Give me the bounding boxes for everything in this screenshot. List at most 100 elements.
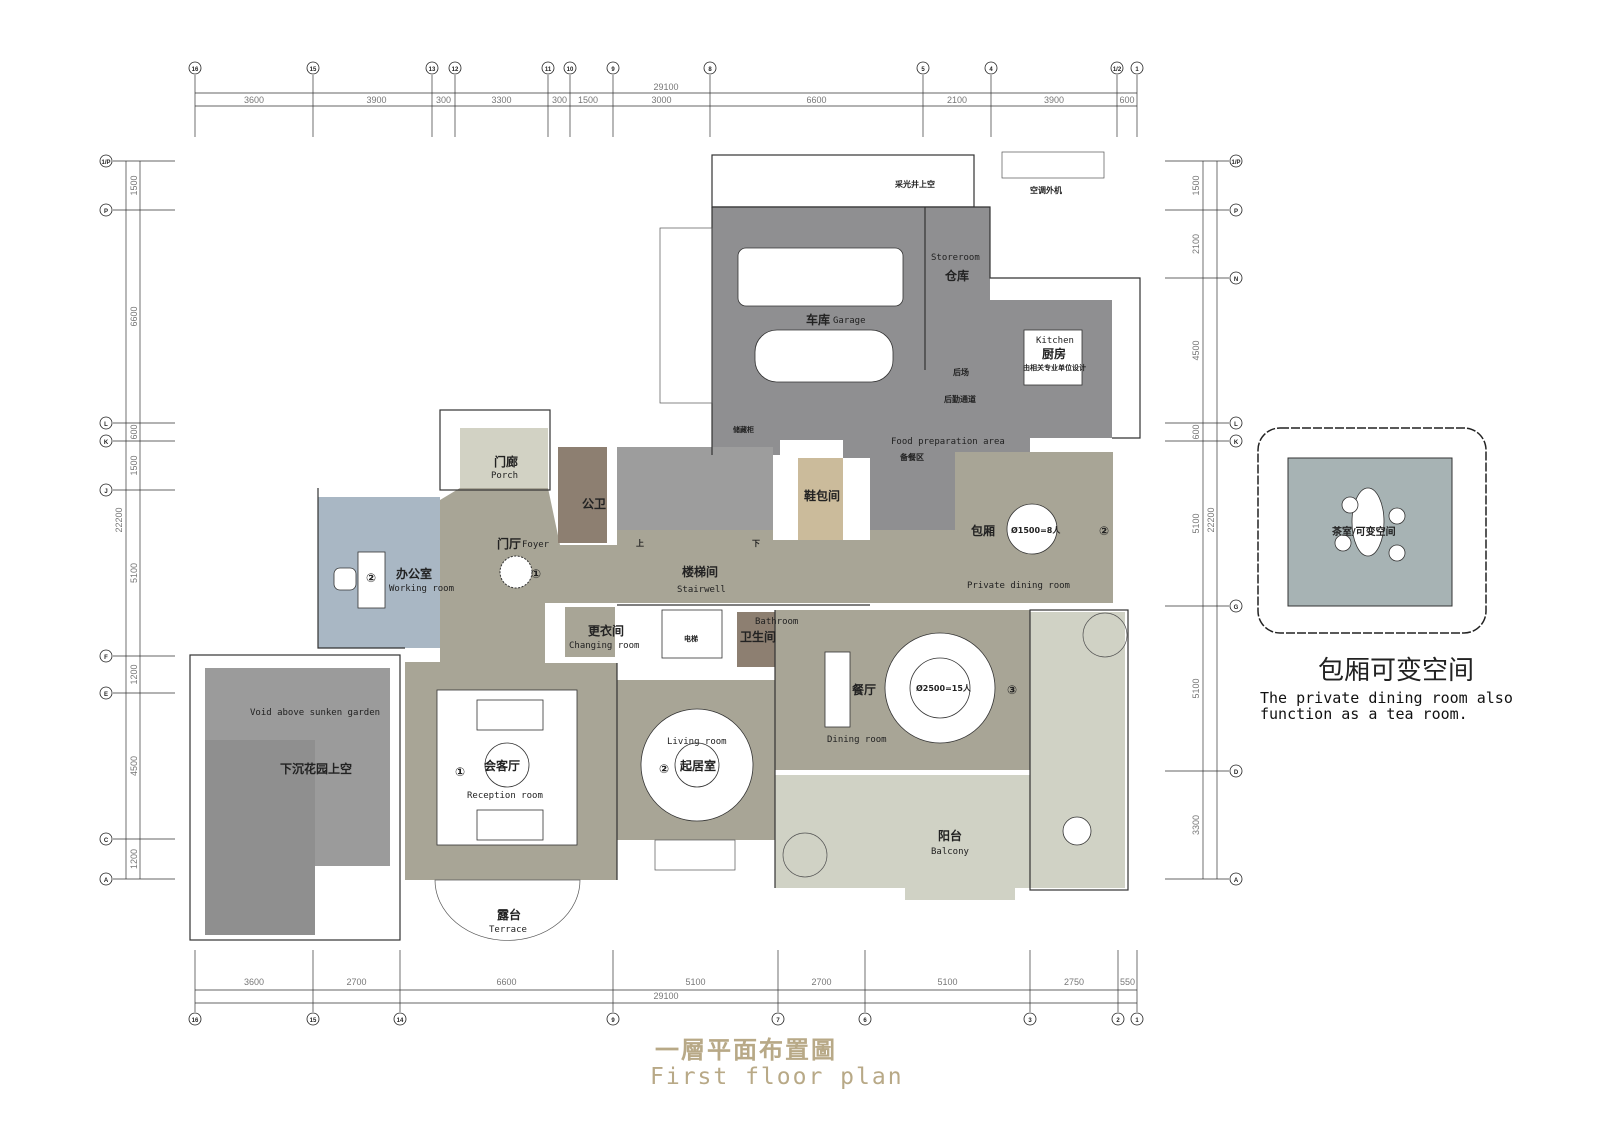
axis-label: 1 (1135, 1018, 1139, 1024)
axis-bubble (984, 61, 998, 75)
axis-bubble (703, 61, 717, 75)
living-table (674, 742, 720, 788)
dimension-label: 6600 (806, 95, 826, 105)
axis-label: 5 (921, 67, 925, 73)
axis-label: 10 (567, 67, 574, 73)
axis-label: 3 (1028, 1018, 1032, 1024)
axis-label: L (1234, 422, 1238, 428)
room-marker: ② (1099, 524, 1109, 538)
axis-label: 15 (310, 67, 317, 73)
dimension-label: 600 (129, 424, 139, 439)
changing-label-cn: 更衣间 (588, 623, 624, 638)
dimension-label: 2750 (1064, 977, 1084, 987)
dimension-label: 5100 (937, 977, 957, 987)
dimension-label: 5100 (1191, 513, 1201, 533)
foyer-label-cn: 门厅 (497, 536, 521, 551)
dimension-label: 1500 (129, 175, 139, 195)
axis-bubble (99, 649, 113, 663)
walls (189, 206, 1141, 941)
axis-label: 2 (1116, 1018, 1120, 1024)
axis-label: 16 (192, 67, 199, 73)
axis-bubble (563, 61, 577, 75)
private-dining-label-cn: 包厢 (970, 523, 995, 538)
stairwell-label-cn: 楼梯间 (682, 564, 718, 579)
dimension-total: 22200 (1206, 507, 1216, 532)
axis-label: A (1234, 878, 1239, 884)
living-label-cn: 起居室 (679, 758, 716, 773)
large-table-label: Ø2500=15人 (916, 683, 972, 693)
office-chair-icon (333, 567, 357, 591)
axis-bubble (99, 434, 113, 448)
dimension-label: 300 (436, 95, 451, 105)
food-prep-label-en: Food preparation area (891, 437, 1005, 447)
dimension-label: 5100 (1191, 678, 1201, 698)
axis-label: 7 (776, 1018, 780, 1024)
axis-label: 6 (863, 1018, 867, 1024)
working-label-cn: 办公室 (396, 566, 432, 581)
stair-room (617, 447, 773, 530)
dining-label-en: Dining room (827, 735, 887, 745)
axis-label: 1/P (1231, 160, 1240, 166)
dimension-label: 6600 (496, 977, 516, 987)
ac-unit-label: 空调外机 (1030, 185, 1062, 195)
public-wc-room (558, 447, 607, 543)
axis-label: J (104, 489, 107, 495)
axis-label: A (104, 878, 109, 884)
plan-title-cn: 一層平面布置圖 (655, 1035, 837, 1064)
tea-table (1351, 487, 1385, 557)
axis-bubble (188, 61, 202, 75)
axis-bubble (1111, 1012, 1125, 1026)
axis-label: 9 (611, 1018, 615, 1024)
axis-label: 1/2 (1113, 67, 1122, 73)
dimension-label: 600 (1191, 424, 1201, 439)
axis-bubble (1229, 203, 1243, 217)
dimension-label: 2100 (1191, 234, 1201, 254)
axis-label: E (104, 692, 108, 698)
tea-room-label: 茶室/可变空间 (1331, 525, 1396, 538)
axis-bubble (1229, 764, 1243, 778)
garage-label-en: Garage (833, 316, 866, 326)
dimension-label: 4500 (1191, 340, 1201, 360)
plan-title-en: First floor plan (650, 1064, 904, 1090)
axis-bubble (606, 1012, 620, 1026)
axis-label: K (104, 440, 109, 446)
chandelier-icon (499, 555, 533, 589)
axis-bubble (916, 61, 930, 75)
inset-tea-room: 茶室/可变空间 (1257, 427, 1487, 634)
room-labels: 采光井上空 空调外机 车库 Garage Storeroom 仓库 Kitche… (250, 179, 1109, 935)
dimension-label: 5100 (129, 563, 139, 583)
changing-room (565, 607, 615, 657)
elevator-shaft (661, 609, 723, 659)
kitchen-note: 由相关专业单位设计 (1023, 363, 1086, 372)
spiral-stair-icon (1082, 612, 1128, 658)
sofa-bottom (476, 809, 544, 841)
inset-note: The private dining room also function as… (1260, 689, 1513, 723)
stair-up-label: 上 (636, 538, 644, 548)
axis-label: 8 (708, 67, 712, 73)
foyer-label-en: Foyer (522, 540, 550, 550)
room-marker: ① (455, 765, 465, 779)
axis-bubble (1130, 61, 1144, 75)
small-dining-table (1006, 503, 1058, 555)
terrace-label-cn: 露台 (497, 907, 521, 922)
ac-unit (1001, 151, 1105, 179)
terrace-label-en: Terrace (489, 925, 527, 935)
axis-bubble (99, 154, 113, 168)
balcony-table (1062, 816, 1092, 846)
room-marker: ① (531, 567, 541, 581)
dimension-label: 1500 (1191, 175, 1201, 195)
void-label-cn: 下沉花园上空 (280, 761, 352, 776)
dimension-label: 4500 (129, 756, 139, 776)
car-sedan-icon (754, 329, 894, 383)
porch-label-cn: 门廊 (494, 454, 518, 469)
elevator-label: 电梯 (684, 634, 698, 643)
working-label-en: Working room (389, 584, 454, 594)
void-label-en: Void above sunken garden (250, 708, 380, 718)
hall-lower (440, 603, 545, 663)
balcony-label-cn: 阳台 (938, 828, 962, 843)
balcony-room (775, 612, 1125, 900)
axis-bubble (1229, 416, 1243, 430)
axis-bubble (188, 1012, 202, 1026)
inset-title: 包厢可变空间 (1318, 656, 1475, 686)
axis-bubble (99, 686, 113, 700)
